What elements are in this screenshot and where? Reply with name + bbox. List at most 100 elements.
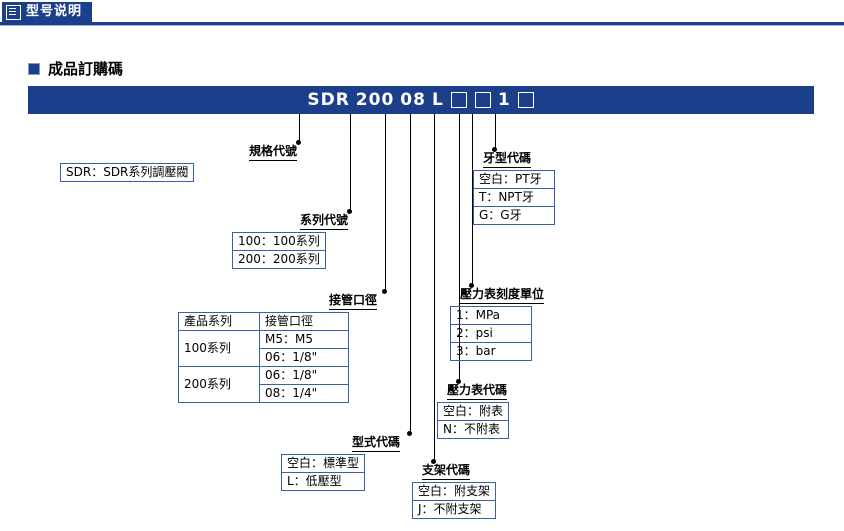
header-tab-label: 型号说明 bbox=[26, 4, 83, 19]
group-type: 型式代碼 bbox=[288, 433, 408, 452]
leader-dot-series bbox=[347, 209, 352, 214]
table-row: 2：psi bbox=[450, 324, 532, 343]
group-spec-table: SDR：SDR系列調壓閥 bbox=[59, 161, 195, 182]
table-row: 08：1/4" bbox=[179, 384, 349, 403]
thread-cell-pt: 空白：PT牙 bbox=[473, 170, 555, 189]
table-row: G：G牙 bbox=[473, 206, 555, 225]
empty-box-icon-3 bbox=[517, 92, 534, 108]
port-cell-size-m5: M5：M5 bbox=[259, 330, 349, 349]
code-part-series: 200 bbox=[355, 90, 395, 110]
group-gauge: 壓力表代碼 bbox=[437, 381, 557, 400]
bracket-table: 空白：附支架 J：不附支架 bbox=[411, 482, 497, 519]
table-row: 200系列 06：1/8" bbox=[178, 366, 349, 403]
group-type-title: 型式代碼 bbox=[351, 433, 400, 452]
leader-dot-gauge bbox=[456, 379, 461, 384]
order-code-bar: SDR 200 08 L 1 bbox=[28, 86, 814, 114]
spec-cell-0: SDR：SDR系列調壓閥 bbox=[59, 163, 195, 182]
leader-dot-thread bbox=[492, 147, 497, 152]
port-cell-size-06b: 06：1/8" bbox=[259, 366, 349, 385]
table-row: N：不附表 bbox=[436, 420, 510, 439]
type-cell-standard: 空白：標準型 bbox=[280, 454, 366, 473]
gauge-cell-with: 空白：附表 bbox=[436, 402, 510, 421]
table-row: 空白：附支架 bbox=[411, 482, 497, 501]
code-part-port: 08 bbox=[400, 90, 426, 110]
leader-dot-bracket bbox=[431, 459, 436, 464]
table-row: 空白：附表 bbox=[436, 402, 510, 421]
port-cell-series-100: 100系列 bbox=[178, 330, 260, 367]
group-port-table: 產品系列 接管口徑 100系列 M5：M5 06：1/8" 200系列 06：1… bbox=[178, 310, 349, 403]
leader-dot-port bbox=[382, 289, 387, 294]
group-series: 系列代號 bbox=[236, 211, 356, 230]
table-row: 產品系列 接管口徑 bbox=[178, 312, 349, 331]
leader-line-unit bbox=[472, 114, 473, 286]
group-thread-table: 空白：PT牙 T：NPT牙 G：G牙 bbox=[473, 168, 555, 225]
table-row: L：低壓型 bbox=[280, 472, 366, 491]
leader-line-series bbox=[350, 114, 351, 212]
group-thread: 牙型代碼 bbox=[473, 149, 593, 168]
list-icon bbox=[6, 4, 21, 20]
table-row: 1：MPa bbox=[450, 306, 532, 325]
code-part-sdr: SDR bbox=[307, 90, 350, 110]
series-table: 100：100系列 200：200系列 bbox=[232, 232, 326, 269]
table-row: 空白：標準型 bbox=[280, 454, 366, 473]
leader-line-thread bbox=[495, 114, 496, 150]
header-tab: 型号说明 bbox=[2, 2, 93, 22]
leader-line-bracket bbox=[434, 114, 435, 462]
type-cell-low: L：低壓型 bbox=[280, 472, 366, 491]
group-bracket-title: 支架代碼 bbox=[422, 461, 471, 480]
group-unit-title: 壓力表刻度單位 bbox=[460, 285, 545, 304]
leader-dot-spec bbox=[296, 140, 301, 145]
table-row: SDR：SDR系列調壓閥 bbox=[59, 163, 195, 182]
spec-table: SDR：SDR系列調壓閥 bbox=[59, 163, 195, 182]
code-part-unit: 1 bbox=[497, 90, 511, 110]
table-row: T：NPT牙 bbox=[473, 188, 555, 207]
group-port: 接管口徑 bbox=[265, 291, 385, 310]
group-series-table: 100：100系列 200：200系列 bbox=[232, 230, 326, 269]
gauge-table: 空白：附表 N：不附表 bbox=[436, 402, 510, 439]
unit-cell-psi: 2：psi bbox=[450, 324, 532, 343]
series-cell-100: 100：100系列 bbox=[232, 232, 326, 251]
page-title-label: 成品訂購碼 bbox=[48, 60, 124, 78]
leader-line-type bbox=[410, 114, 411, 434]
table-row: 3：bar bbox=[450, 342, 532, 361]
table-row: 100：100系列 bbox=[232, 232, 326, 251]
page-header: 型号说明 bbox=[0, 0, 844, 30]
gauge-cell-without: N：不附表 bbox=[436, 420, 510, 439]
leader-line-port bbox=[385, 114, 386, 292]
unit-table: 1：MPa 2：psi 3：bar bbox=[450, 306, 532, 361]
leader-dot-type bbox=[407, 431, 412, 436]
group-gauge-title: 壓力表代碼 bbox=[447, 381, 508, 400]
header-rule bbox=[0, 22, 844, 25]
group-thread-title: 牙型代碼 bbox=[483, 149, 532, 168]
unit-cell-mpa: 1：MPa bbox=[450, 306, 532, 325]
page-title: 成品訂購碼 bbox=[28, 58, 123, 79]
bracket-cell-with: 空白：附支架 bbox=[411, 482, 497, 501]
table-row: J：不附支架 bbox=[411, 500, 497, 519]
empty-box-icon-2 bbox=[474, 92, 491, 108]
square-bullet-icon bbox=[28, 62, 40, 75]
thread-cell-g: G：G牙 bbox=[473, 206, 555, 225]
type-table: 空白：標準型 L：低壓型 bbox=[280, 454, 366, 491]
group-unit-table: 1：MPa 2：psi 3：bar bbox=[450, 304, 532, 361]
group-bracket-table: 空白：附支架 J：不附支架 bbox=[411, 480, 497, 519]
unit-cell-bar: 3：bar bbox=[450, 342, 532, 361]
group-spec-title: 規格代號 bbox=[248, 142, 297, 161]
group-gauge-table: 空白：附表 N：不附表 bbox=[436, 400, 510, 439]
group-series-title: 系列代號 bbox=[299, 211, 348, 230]
leader-dot-unit bbox=[469, 283, 474, 288]
leader-line-spec bbox=[299, 114, 300, 143]
port-header-series: 產品系列 bbox=[178, 312, 260, 331]
group-spec: 規格代號 bbox=[185, 142, 305, 161]
table-row: 100系列 M5：M5 bbox=[178, 330, 349, 367]
empty-box-icon-1 bbox=[450, 92, 467, 108]
leader-line-gauge bbox=[459, 114, 460, 382]
header-rule-light bbox=[0, 25, 844, 26]
group-unit: 壓力表刻度單位 bbox=[450, 285, 600, 304]
thread-cell-npt: T：NPT牙 bbox=[473, 188, 555, 207]
port-cell-size-06a: 06：1/8" bbox=[259, 348, 349, 367]
port-table: 產品系列 接管口徑 100系列 M5：M5 06：1/8" 200系列 06：1… bbox=[178, 312, 349, 403]
thread-table: 空白：PT牙 T：NPT牙 G：G牙 bbox=[473, 170, 555, 225]
group-bracket: 支架代碼 bbox=[412, 461, 522, 480]
port-header-size: 接管口徑 bbox=[259, 312, 349, 331]
group-type-table: 空白：標準型 L：低壓型 bbox=[280, 452, 366, 491]
